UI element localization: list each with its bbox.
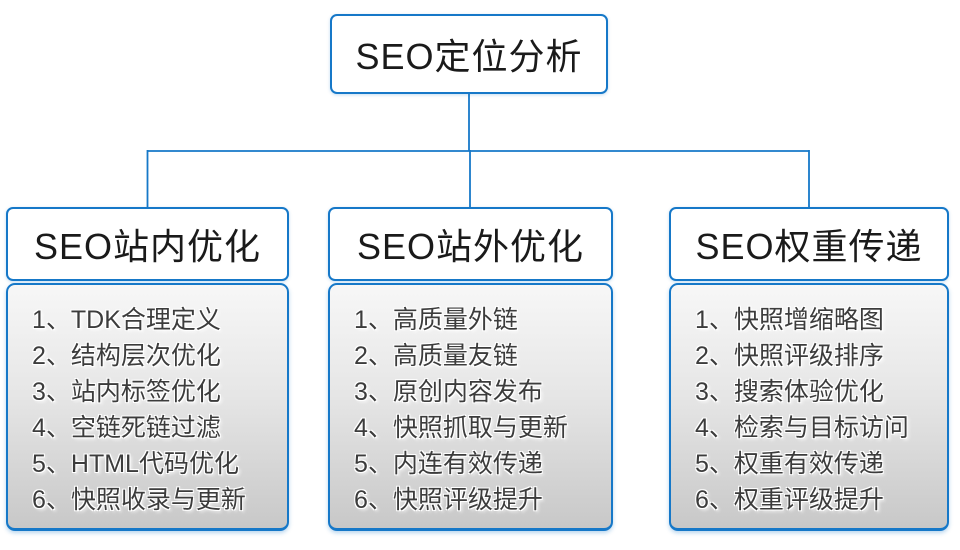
- list-item: 2、快照评级排序: [695, 342, 884, 370]
- list-item: 2、结构层次优化: [32, 342, 221, 370]
- column-panel-weight: 1、快照增缩略图 2、快照评级排序 3、搜索体验优化 4、检索与目标访问 5、权…: [669, 283, 949, 531]
- list-item: 5、HTML代码优化: [32, 450, 239, 478]
- list-item: 1、高质量外链: [354, 306, 518, 334]
- list-item: 1、快照增缩略图: [695, 306, 884, 334]
- list-item: 6、快照评级提升: [354, 486, 543, 514]
- column-onsite-optimization: SEO站内优化 1、TDK合理定义 2、结构层次优化 3、站内标签优化 4、空链…: [6, 207, 289, 531]
- list-item: 6、快照收录与更新: [32, 486, 246, 514]
- column-header-offsite: SEO站外优化: [328, 207, 613, 281]
- column-weight-transfer: SEO权重传递 1、快照增缩略图 2、快照评级排序 3、搜索体验优化 4、检索与…: [669, 207, 949, 531]
- column-title: SEO权重传递: [695, 226, 923, 267]
- list-item: 3、原创内容发布: [354, 378, 543, 406]
- list-item: 6、权重评级提升: [695, 486, 884, 514]
- list-item: 3、搜索体验优化: [695, 378, 884, 406]
- column-panel-onsite: 1、TDK合理定义 2、结构层次优化 3、站内标签优化 4、空链死链过滤 5、H…: [6, 283, 289, 531]
- list-item: 1、TDK合理定义: [32, 306, 221, 334]
- column-panel-offsite: 1、高质量外链 2、高质量友链 3、原创内容发布 4、快照抓取与更新 5、内连有…: [328, 283, 613, 531]
- column-title: SEO站内优化: [33, 226, 262, 267]
- column-header-weight: SEO权重传递: [669, 207, 949, 281]
- list-item: 5、内连有效传递: [354, 450, 543, 478]
- list-item: 4、检索与目标访问: [695, 414, 909, 442]
- root-node: SEO定位分析: [330, 14, 608, 94]
- list-item: 5、权重有效传递: [695, 450, 884, 478]
- list-item: 4、空链死链过滤: [32, 414, 221, 442]
- root-node-label: SEO定位分析: [355, 36, 583, 77]
- column-header-onsite: SEO站内优化: [6, 207, 289, 281]
- list-item: 4、快照抓取与更新: [354, 414, 568, 442]
- column-title: SEO站外优化: [356, 226, 585, 267]
- list-item: 3、站内标签优化: [32, 378, 221, 406]
- list-item: 2、高质量友链: [354, 342, 518, 370]
- column-offsite-optimization: SEO站外优化 1、高质量外链 2、高质量友链 3、原创内容发布 4、快照抓取与…: [328, 207, 613, 531]
